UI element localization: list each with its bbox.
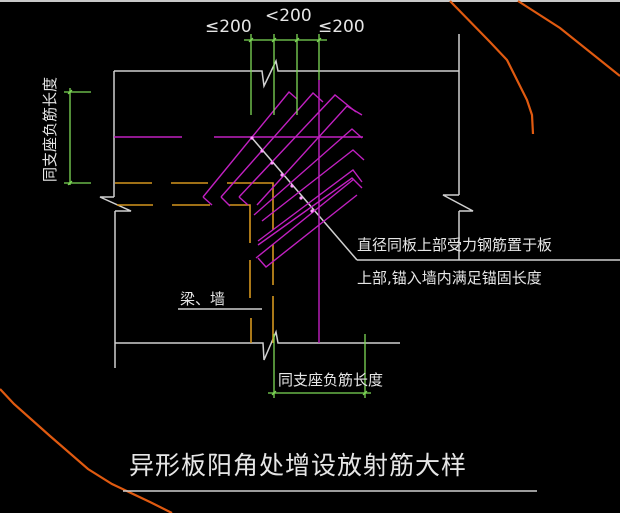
label-beam-wall: 梁、墙 <box>180 290 225 308</box>
drawing-title: 异形板阳角处增设放射筋大样 <box>129 451 467 480</box>
viewport-top-border <box>0 0 620 2</box>
dimension-lines <box>64 34 371 398</box>
slab-bottom-edge <box>115 329 400 361</box>
radial-hook-left-2 <box>220 196 231 207</box>
radial-bar-4 <box>256 105 363 206</box>
dot <box>260 149 264 153</box>
radial-bar-8 <box>257 177 363 246</box>
beam-wall-lines <box>115 182 274 343</box>
boundary-curve-top-1 <box>449 0 535 135</box>
radial-bar-7 <box>257 169 363 242</box>
radial-bar-9 <box>255 178 355 259</box>
rebar-intersection-dots <box>250 136 314 213</box>
dot <box>290 184 294 188</box>
slab-right-break <box>442 194 474 212</box>
tick <box>362 390 368 396</box>
tick <box>294 37 300 43</box>
dimension-ticks <box>67 37 368 396</box>
dot <box>299 196 303 200</box>
tick <box>271 37 277 43</box>
boundary-curve-top-2 <box>517 0 620 77</box>
note-line-1: 直径同板上部受力钢筋置于板 <box>357 236 552 254</box>
dim-label-middle-spacing: <200 <box>265 6 312 26</box>
beam-bottom-line-3 <box>229 204 251 243</box>
tick <box>67 89 73 95</box>
label-horizontal-negative-rebar-length: 同支座负筋长度 <box>278 371 383 389</box>
dim-label-right-spacing: ≤200 <box>318 17 365 37</box>
tick <box>271 390 277 396</box>
note-leader-diagonal <box>251 137 358 261</box>
slab-left-break <box>99 196 132 212</box>
slab-outline <box>99 34 620 492</box>
dot <box>250 136 254 140</box>
label-vertical-negative-rebar-length: 同支座负筋长度 <box>41 77 59 182</box>
boundary-curve-bottom <box>0 388 173 513</box>
dot <box>310 209 314 213</box>
dot <box>270 161 274 165</box>
radial-hook-left-1 <box>202 196 213 206</box>
slab-top-edge <box>114 58 459 89</box>
radial-bar-6 <box>261 149 365 222</box>
radial-bar-5 <box>253 128 363 216</box>
dot <box>280 173 284 177</box>
note-line-2: 上部,锚入墙内满足锚固长度 <box>357 269 542 287</box>
beam-top-line-3 <box>227 182 274 230</box>
tick <box>67 180 73 186</box>
radial-bar-2 <box>220 92 324 198</box>
radial-rebars <box>114 80 365 343</box>
tick <box>316 37 322 43</box>
radial-bar-1 <box>202 90 298 198</box>
tick <box>248 37 254 43</box>
dim-label-left-spacing: ≤200 <box>205 17 252 37</box>
radial-bar-10 <box>257 194 358 268</box>
radial-hook-left-3 <box>238 196 249 206</box>
